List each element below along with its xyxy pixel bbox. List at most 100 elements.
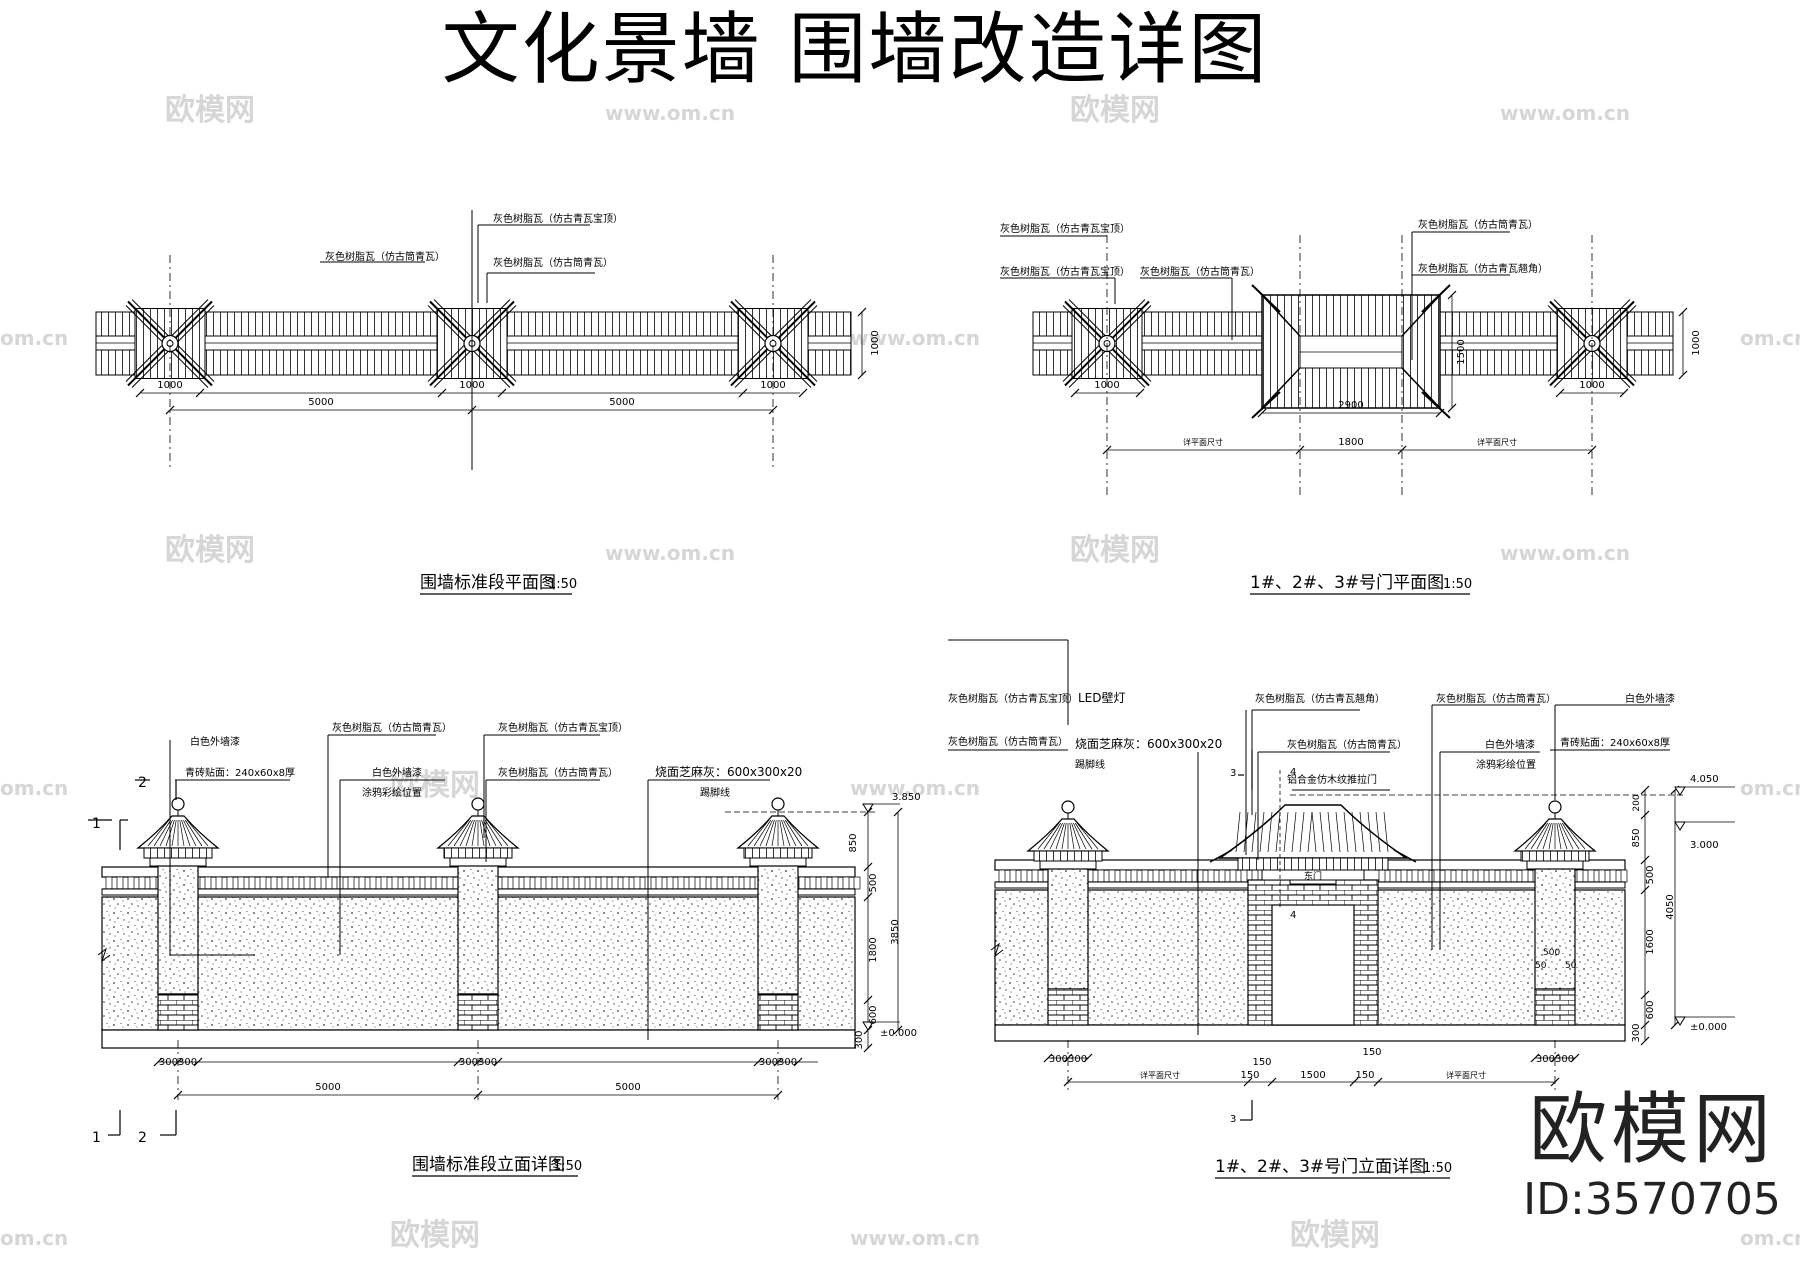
label-elev-white-paint: 白色外墙漆 [190,735,240,748]
dim-elev-h5: 300 [854,1030,865,1049]
dim-elev-h1: 850 [848,833,859,852]
caption-elev-gate-scale: 1:50 [1423,1161,1452,1176]
label-gate-r2: 白色外墙漆 [1485,738,1535,751]
dim-gate-m500: 500 [1543,948,1560,958]
label-gate-plan-tl1: 灰色树脂瓦（仿古青瓦宝顶） [1000,222,1130,235]
dim-gate-elev-door: 1500 [1300,1070,1325,1081]
dim-gate-elev-jamb-2: 150 [1355,1070,1374,1081]
watermark-url_short: om.cn [0,326,68,350]
dim-gate-h3: 1600 [1645,929,1656,954]
dim-span-2: 5000 [609,397,634,408]
watermark-url: www.om.cn [1500,101,1630,125]
sheet-title: 文化景墙 围墙改造详图 [0,0,1800,100]
dim-gate-opening: 1800 [1338,437,1363,448]
label-gate-door: 铝合金仿木纹推拉门 [1287,773,1377,786]
label-gate-r3: 涂鸦彩绘位置 [1476,758,1536,771]
dim-gate-elev-jamb-1: 150 [1240,1070,1259,1081]
annotation-layer: 灰色树脂瓦（仿古筒青瓦） 灰色树脂瓦（仿古筒青瓦） 灰色树脂瓦（仿古青瓦宝顶） 100… [92,212,1727,1177]
dim-gate-m50b: 50 [1565,961,1577,971]
brand-name: 欧模网 [1528,1085,1775,1175]
watermark-brand: 欧模网 [165,533,255,568]
dim-gate-h0: 200 [1632,794,1642,811]
label-gate-plan-tr2: 灰色树脂瓦（仿古青瓦翘角） [1418,262,1548,275]
level-gate-top: 4.050 [1690,774,1719,785]
watermark-brand: 欧模网 [165,93,255,128]
dim-post-2: 1000 [459,380,484,391]
label-gate-plan-tl2: 灰色树脂瓦（仿古青瓦宝顶） [1000,265,1130,278]
dim-gate-h1: 850 [1631,828,1642,847]
dim-gate-h2: 500 [1645,865,1656,884]
label-gate-brick: 青砖贴面：240x60x8厚 [1560,736,1670,749]
dim-gate-h5: 300 [1631,1023,1642,1042]
brand-id: ID:3570705 [1523,1174,1781,1225]
dim-gate-elev-side-2: 详平面尺寸 [1446,1070,1486,1080]
label-gate-c2: 灰色树脂瓦（仿古筒青瓦） [1287,738,1407,751]
dim-gate-wall-depth: 1000 [1691,330,1702,355]
label-gate-plan-tl3: 灰色树脂瓦（仿古筒青瓦） [1140,265,1260,278]
caption-elev-standard: 围墙标准段立面详图 [412,1155,565,1175]
label-gate-white: 白色外墙漆 [1625,692,1675,705]
watermark-layer: 欧模网 www.om.cn 欧模网 www.om.cn om.cn 欧模网 www.om.c… [0,93,1800,1253]
dim-gate-elev-jamb-3: 150 [1252,1057,1271,1068]
dim-gate-side-2: 详平面尺寸 [1477,437,1517,447]
watermark-url: www.om.cn [605,541,735,565]
caption-plan-standard: 围墙标准段平面图 [420,573,556,593]
watermark-brand: 欧模网 [1070,533,1160,568]
watermark-brand: 欧模网 [1070,93,1160,128]
dim-elev-post-3: 300300 [759,1057,797,1068]
dim-depth: 1000 [870,330,881,355]
label-elev-tile3: 灰色树脂瓦（仿古筒青瓦） [498,766,618,779]
dim-gate-depth: 1500 [1456,339,1467,364]
label-gate-skirting: 踢脚线 [1075,758,1105,771]
dim-elev-h2: 500 [868,873,879,892]
watermark-url: www.om.cn [850,776,980,800]
label-elev-paint-pos1: 白色外墙漆 [372,766,422,779]
watermark-url_short: om.cn [1740,776,1800,800]
dim-gate-width: 2900 [1338,400,1363,411]
dim-gate-m50a: 50 [1535,961,1547,971]
watermark-url_short: om.cn [1740,1226,1800,1250]
watermark-url_short: om.cn [0,776,68,800]
section-mark-2: 2 [138,775,147,791]
label-elev-tile1: 灰色树脂瓦（仿古筒青瓦） [332,721,452,734]
section-mark-2b: 2 [138,1130,147,1146]
label-gate-r1: 灰色树脂瓦（仿古筒青瓦） [1436,692,1556,705]
dim-elev-h3: 1800 [868,937,879,962]
label-gate-c1: 灰色树脂瓦（仿古青瓦翘角） [1255,692,1385,705]
level-elev-base: ±0.000 [880,1028,917,1039]
label-tile-top: 灰色树脂瓦（仿古青瓦宝顶） [493,212,623,225]
watermark-url_short: om.cn [1740,326,1800,350]
dim-gate-total: 4050 [1665,894,1676,919]
section-mark-4b: 4 [1290,910,1296,921]
label-tile-mid-left: 灰色树脂瓦（仿古筒青瓦） [325,250,445,263]
watermark-url: www.om.cn [850,326,980,350]
dim-elev-span-2: 5000 [615,1082,640,1093]
label-elev-tile2: 灰色树脂瓦（仿古青瓦宝顶） [498,721,628,734]
label-elev-paint-pos2: 涂鸦彩绘位置 [362,786,422,799]
label-gate-plan-tr1: 灰色树脂瓦（仿古筒青瓦） [1418,218,1538,231]
label-gate-l1: 灰色树脂瓦（仿古青瓦宝顶） [948,692,1078,705]
section-mark-1: 1 [92,816,101,832]
label-elev-skirting: 踢脚线 [700,786,730,799]
level-gate-mid: 3.000 [1690,840,1719,851]
caption-elev-gate: 1#、2#、3#号门立面详图 [1215,1157,1426,1177]
caption-elev-standard-scale: 1:50 [553,1159,582,1174]
dim-gate-post-1: 1000 [1094,380,1119,391]
dim-gate-elev-jamb-4: 150 [1362,1047,1381,1058]
caption-plan-standard-scale: 1:50 [548,577,577,592]
section-mark-1b: 1 [92,1130,101,1146]
dim-elev-total: 3850 [890,919,901,944]
label-elev-brick: 青砖贴面：240x60x8厚 [185,766,295,779]
dim-post-3: 1000 [760,380,785,391]
drawing-layer [88,210,1735,1179]
gate-plaque: 东门 [1304,870,1322,882]
watermark-brand: 欧模网 [1290,1218,1380,1253]
dim-gate-h4: 600 [1645,1000,1656,1019]
watermark-brand: 欧模网 [390,1218,480,1253]
watermark-url: www.om.cn [605,101,735,125]
dim-gate-elev-post-2: 300300 [1536,1054,1574,1065]
label-elev-stone: 烧面芝麻灰：600x300x20 [655,764,802,779]
watermark-url_short: om.cn [0,1226,68,1250]
watermark-url: www.om.cn [850,1226,980,1250]
